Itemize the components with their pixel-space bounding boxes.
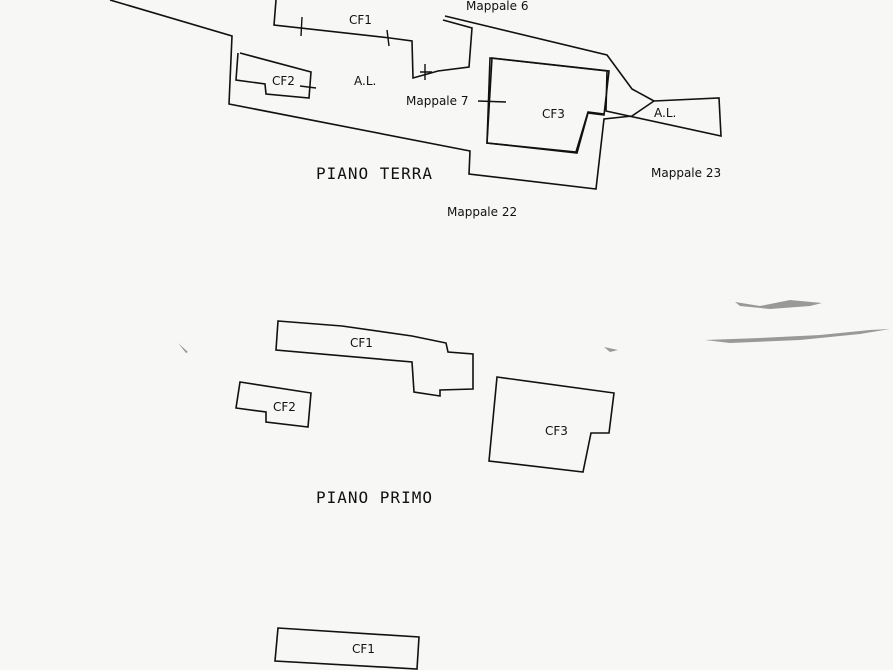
cf2-ground-label: CF2 bbox=[272, 74, 295, 88]
cf1-ground-marker-3 bbox=[420, 64, 432, 80]
cf3-first-outline bbox=[488, 376, 615, 473]
cf1-first-outline bbox=[275, 320, 474, 397]
ground-floor-road bbox=[444, 15, 655, 102]
mappale-6-label: Mappale 6 bbox=[466, 0, 528, 13]
cf3-ground-label: CF3 bbox=[542, 107, 565, 121]
cf1-ground-outline bbox=[273, 0, 473, 80]
cf1-ground-marker-2 bbox=[386, 29, 390, 47]
cf1-ground-label: CF1 bbox=[349, 13, 372, 27]
al-left-label: A.L. bbox=[354, 74, 376, 88]
al-right-label: A.L. bbox=[654, 106, 676, 120]
piano-primo-title: PIANO PRIMO bbox=[316, 488, 433, 507]
cf2-first-label: CF2 bbox=[273, 400, 296, 414]
mappale-7-pointer bbox=[477, 100, 507, 103]
cf1-ground-marker-1 bbox=[300, 16, 303, 37]
cf2-ground-outline bbox=[235, 52, 312, 99]
cf1-first-label: CF1 bbox=[350, 336, 373, 350]
scan-noise bbox=[178, 300, 890, 353]
cf2-first-outline bbox=[235, 381, 312, 428]
mappale-23-label: Mappale 23 bbox=[651, 166, 721, 180]
mappale-22-label: Mappale 22 bbox=[447, 205, 517, 219]
cf3-first-label: CF3 bbox=[545, 424, 568, 438]
second-floor-partial: CF1 bbox=[274, 627, 420, 670]
cf1-second-label: CF1 bbox=[352, 642, 375, 656]
cf3-ground-outline bbox=[486, 57, 610, 154]
first-floor: CF1 CF2 CF3 PIANO PRIMO bbox=[235, 320, 615, 507]
cf2-ground-marker bbox=[299, 85, 317, 89]
piano-terra-title: PIANO TERRA bbox=[316, 164, 433, 183]
cf1-second-outline bbox=[274, 627, 420, 670]
mappale-7-label: Mappale 7 bbox=[406, 94, 468, 108]
ground-floor: Mappale 6 CF1 CF2 A.L. Mappale 7 CF3 A.L… bbox=[109, 0, 722, 219]
